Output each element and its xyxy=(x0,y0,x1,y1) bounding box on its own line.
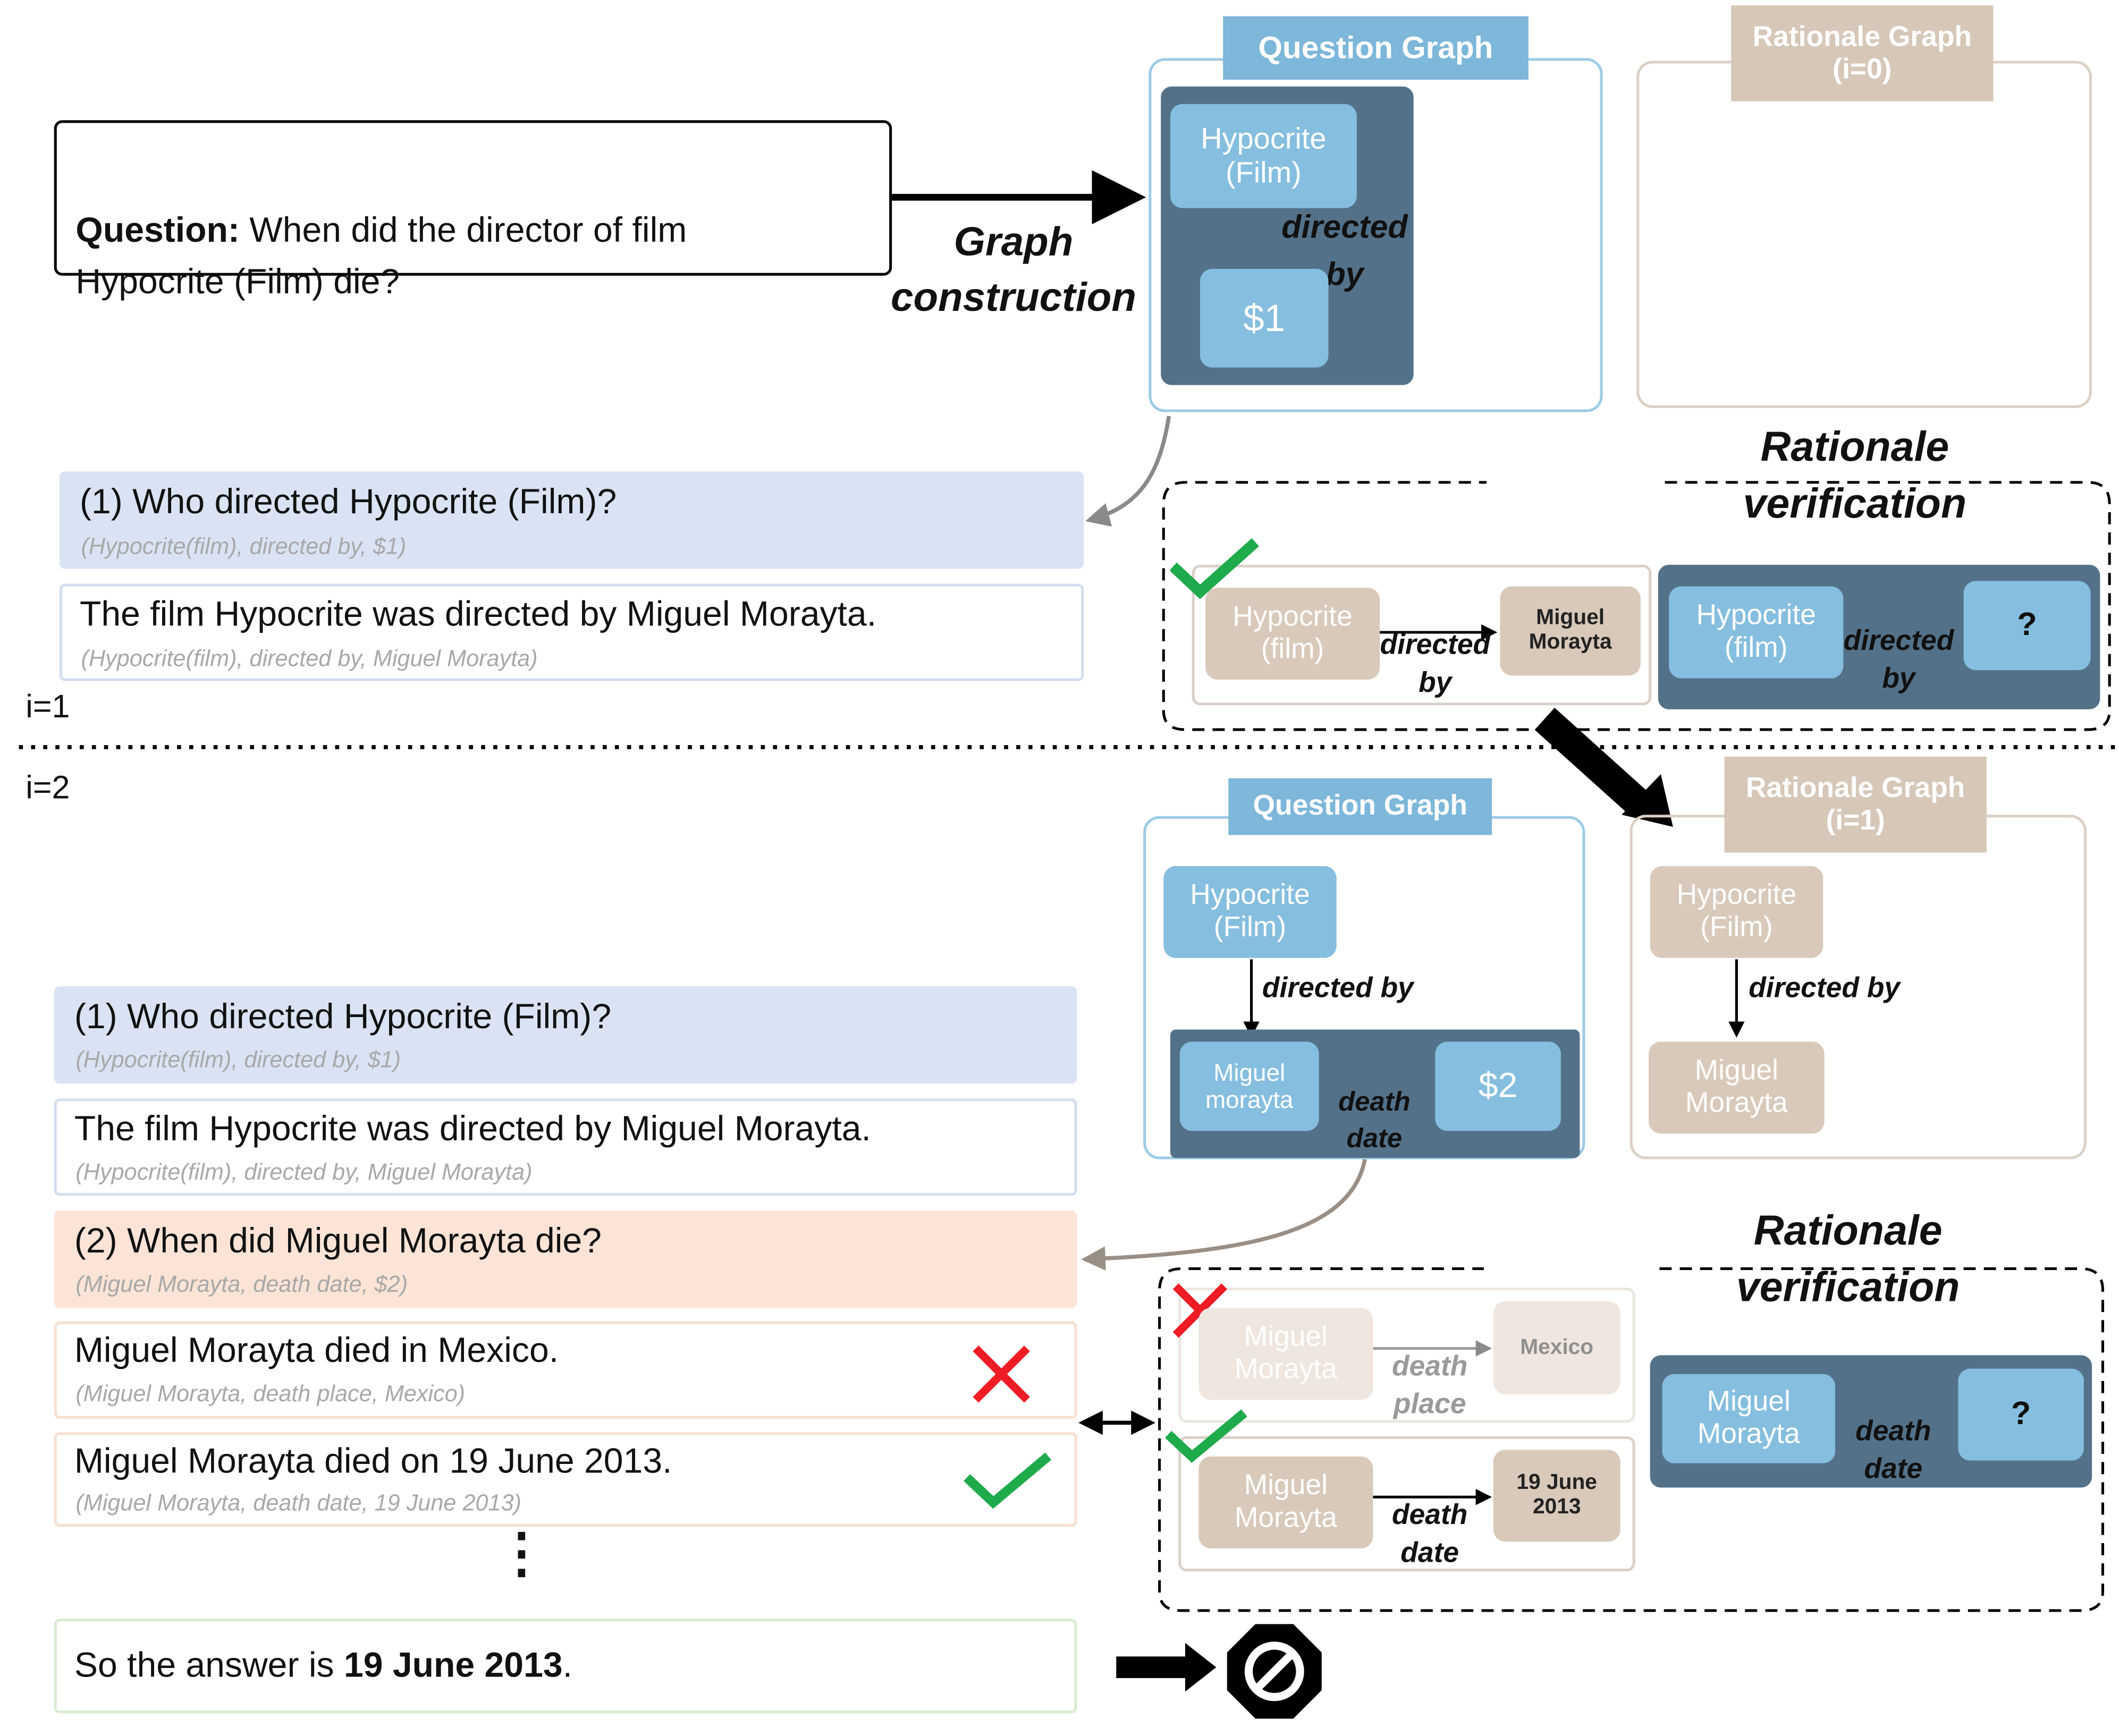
iter2-subq2-text: (2) When did Miguel Morayta die? xyxy=(74,1220,602,1261)
rationale-graph-0-frame xyxy=(1636,61,2092,408)
candidate-right-box xyxy=(54,1432,1077,1527)
rv1-edge-a-label: directed by xyxy=(1380,629,1491,699)
cross-icon xyxy=(973,1345,1030,1403)
rv1-node-hypocrite: Hypocrite (film) xyxy=(1205,588,1380,680)
qg2-edge-2-label: death date xyxy=(1338,1087,1411,1154)
iter2-ans1-text: The film Hypocrite was directed by Migue… xyxy=(74,1108,871,1149)
question-graph-1-title: Question Graph xyxy=(1223,16,1529,80)
qg2-edge-1-label: directed by xyxy=(1262,972,1414,1004)
candidate-wrong-text: Miguel Morayta died in Mexico. xyxy=(74,1329,559,1370)
iter2-subq1-box xyxy=(54,986,1077,1084)
final-answer-box xyxy=(54,1619,1077,1714)
candidate-wrong-triple: (Miguel Morayta, death place, Mexico) xyxy=(75,1381,466,1407)
rv1-node-morayta: Miguel Morayta xyxy=(1500,586,1641,676)
rv2-q-node-morayta: Miguel Morayta xyxy=(1662,1374,1835,1463)
verification-1-title: Rationale verification xyxy=(1743,422,1967,527)
rv2-right-edge-label: death date xyxy=(1391,1500,1468,1569)
iter2-subq2-triple: (Miguel Morayta, death date, $2) xyxy=(75,1271,408,1297)
final-answer-prefix: So the answer is xyxy=(74,1644,344,1685)
rv2-wrong-edge-label: death place xyxy=(1391,1351,1468,1421)
arrow-graph-to-subq1 xyxy=(1085,416,1171,527)
arrow-verify-to-rationale-head xyxy=(1622,774,1673,827)
check-icon xyxy=(1170,538,1259,599)
arrow-to-stop-head xyxy=(1185,1642,1217,1692)
verification-2-title: Rationale verification xyxy=(1736,1206,1960,1311)
rv2-right-node-date: 19 June 2013 xyxy=(1493,1450,1620,1542)
candidate-wrong-box xyxy=(54,1321,1077,1419)
verification-box-1-border xyxy=(1162,481,2111,731)
rv2-q-edge-label: death date xyxy=(1855,1416,1931,1486)
ans1-box xyxy=(59,583,1084,681)
candidate-right-text: Miguel Morayta died on 19 June 2013. xyxy=(74,1440,672,1481)
check-icon xyxy=(1164,1409,1247,1463)
candidate-right-triple: (Miguel Morayta, death date, 19 June 201… xyxy=(75,1490,522,1516)
qg2-node-var: $2 xyxy=(1435,1041,1561,1131)
rv2-q-node-unknown: ? xyxy=(1958,1368,2084,1461)
rv2-wrong-node-mexico: Mexico xyxy=(1493,1301,1620,1395)
check-icon xyxy=(964,1452,1052,1509)
subq1-text: (1) Who directed Hypocrite (Film)? xyxy=(80,481,617,522)
rg2-node-morayta: Miguel Morayta xyxy=(1649,1041,1825,1134)
iter2-ans1-triple: (Hypocrite(film), directed by, Miguel Mo… xyxy=(75,1159,533,1185)
rv2-wrong-box xyxy=(1178,1288,1635,1423)
rv1-node-hypocrite-q: Hypocrite (film) xyxy=(1669,586,1844,679)
rv1-candidate-box xyxy=(1192,564,1652,706)
qg2-node-morayta: Miguel morayta xyxy=(1179,1041,1319,1131)
iteration-1-label: i=1 xyxy=(26,689,70,726)
rv1-edge-c-label: directed by xyxy=(1843,625,1954,695)
rv2-right-node-morayta: Miguel Morayta xyxy=(1198,1456,1373,1548)
ans1-text: The film Hypocrite was directed by Migue… xyxy=(80,593,877,634)
stop-sign-icon xyxy=(1227,1624,1322,1719)
rv2-wrong-node-morayta: Miguel Morayta xyxy=(1198,1308,1373,1400)
qg1-node-hypocrite: Hypocrite (Film) xyxy=(1170,104,1357,208)
graph-construction-label: Graph construction xyxy=(891,220,1136,320)
final-answer-text: So the answer is 19 June 2013. xyxy=(74,1644,572,1686)
qg1-edge-label: directed by xyxy=(1281,209,1408,293)
rv1-node-unknown: ? xyxy=(1963,581,2091,671)
rg2-edge-1-label: directed by xyxy=(1749,972,1901,1004)
iter2-subq1-triple: (Hypocrite(film), directed by, $1) xyxy=(75,1047,401,1073)
iter2-ans1-box xyxy=(54,1098,1077,1196)
question-graph-2-title: Question Graph xyxy=(1228,778,1492,835)
rv2-right-box xyxy=(1178,1436,1635,1572)
ellipsis: ⋮ xyxy=(494,1524,549,1584)
subq1-box xyxy=(59,471,1084,569)
rationale-graph-0-title: Rationale Graph (i=0) xyxy=(1731,5,1994,101)
iter2-subq1-text: (1) Who directed Hypocrite (Film)? xyxy=(74,995,612,1037)
question-box: Question: When did the director of film … xyxy=(54,120,892,301)
iteration-2-label: i=2 xyxy=(26,770,70,807)
iter2-subq2-box xyxy=(54,1210,1077,1308)
arrow-verify-to-rationale xyxy=(1534,707,1650,815)
question-label: Question: xyxy=(75,209,240,250)
final-answer-value: 19 June 2013 xyxy=(343,1644,563,1685)
qg2-node-hypocrite: Hypocrite (Film) xyxy=(1163,866,1337,958)
question-text: When did the director of film Hypocrite … xyxy=(75,209,687,301)
qg1-node-var: $1 xyxy=(1200,268,1329,368)
rg2-node-hypocrite: Hypocrite (Film) xyxy=(1650,866,1823,958)
ans1-triple: (Hypocrite(film), directed by, Miguel Mo… xyxy=(81,646,538,672)
verification-box-2-border xyxy=(1158,1267,2104,1612)
final-answer-suffix: . xyxy=(562,1644,572,1685)
rationale-graph-1-title: Rationale Graph (i=1) xyxy=(1724,756,1987,853)
subq1-triple: (Hypocrite(film), directed by, $1) xyxy=(81,533,407,560)
arrow-graph-to-subq2 xyxy=(1081,1158,1367,1271)
